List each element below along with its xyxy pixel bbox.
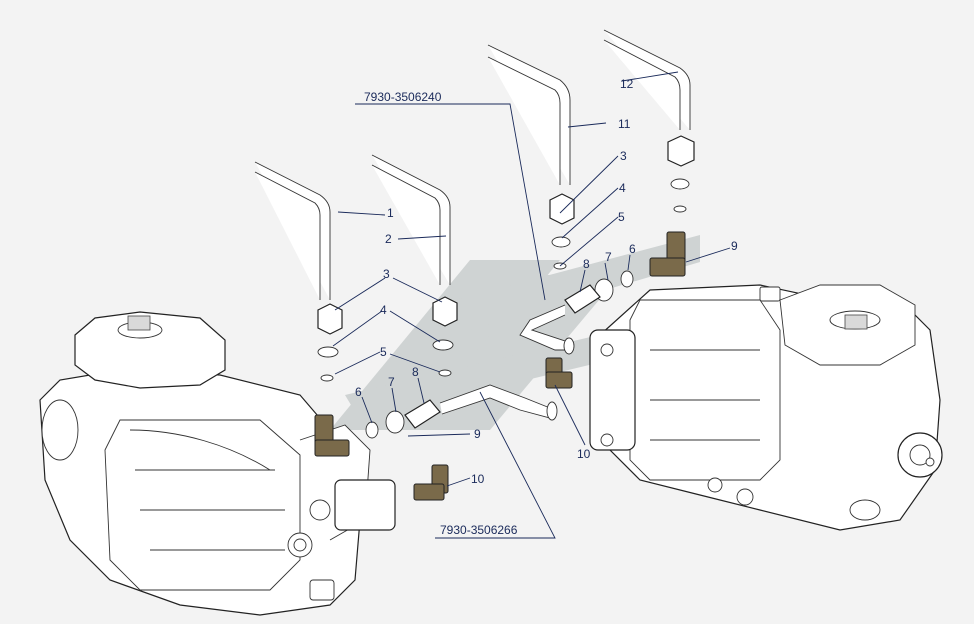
callout-4-left: 4 [380, 303, 387, 317]
right-unit [589, 231, 943, 531]
callout-9-left: 9 [474, 427, 481, 441]
tube-8-upper [519, 284, 601, 355]
pipe-12 [603, 29, 691, 130]
callout-6-left: 6 [355, 385, 362, 399]
callout-5-left: 5 [380, 345, 387, 359]
callout-7-right: 7 [605, 250, 612, 264]
callout-10-right: 10 [577, 447, 591, 461]
callout-6-right: 6 [629, 242, 636, 256]
assembly-label-top-text: 7930-3506240 [364, 90, 442, 104]
callout-4-right: 4 [619, 181, 626, 195]
callout-2: 2 [385, 232, 392, 246]
callout-8-left: 8 [412, 365, 419, 379]
elbow-10-group [413, 357, 573, 501]
left-unit [39, 311, 396, 616]
pipe-1 [254, 161, 331, 300]
assembly-label-top: 7930-3506240 [364, 90, 442, 104]
callout-12: 12 [620, 77, 634, 91]
callout-3-left: 3 [383, 267, 390, 281]
assembly-label-bottom: 7930-3506266 [440, 523, 518, 537]
callout-11: 11 [618, 117, 631, 131]
nut-3-group [317, 135, 695, 335]
pipe-2 [371, 154, 451, 285]
callout-1: 1 [387, 206, 394, 220]
assembly-label-bottom-text: 7930-3506266 [440, 523, 518, 537]
tube-8-lower [404, 384, 558, 429]
callout-9-right: 9 [731, 239, 738, 253]
ferrule-4-group [317, 178, 690, 358]
callout-3-right: 3 [620, 149, 627, 163]
callout-8-right: 8 [583, 257, 590, 271]
callout-7-left: 7 [388, 375, 395, 389]
callout-numbers: 1 2 3 3 4 4 5 5 6 6 7 7 8 8 9 9 10 10 11… [355, 77, 738, 486]
pipe-11 [487, 44, 571, 185]
callout-10-left: 10 [471, 472, 485, 486]
leader-lines [332, 71, 731, 539]
callout-5-right: 5 [618, 210, 625, 224]
